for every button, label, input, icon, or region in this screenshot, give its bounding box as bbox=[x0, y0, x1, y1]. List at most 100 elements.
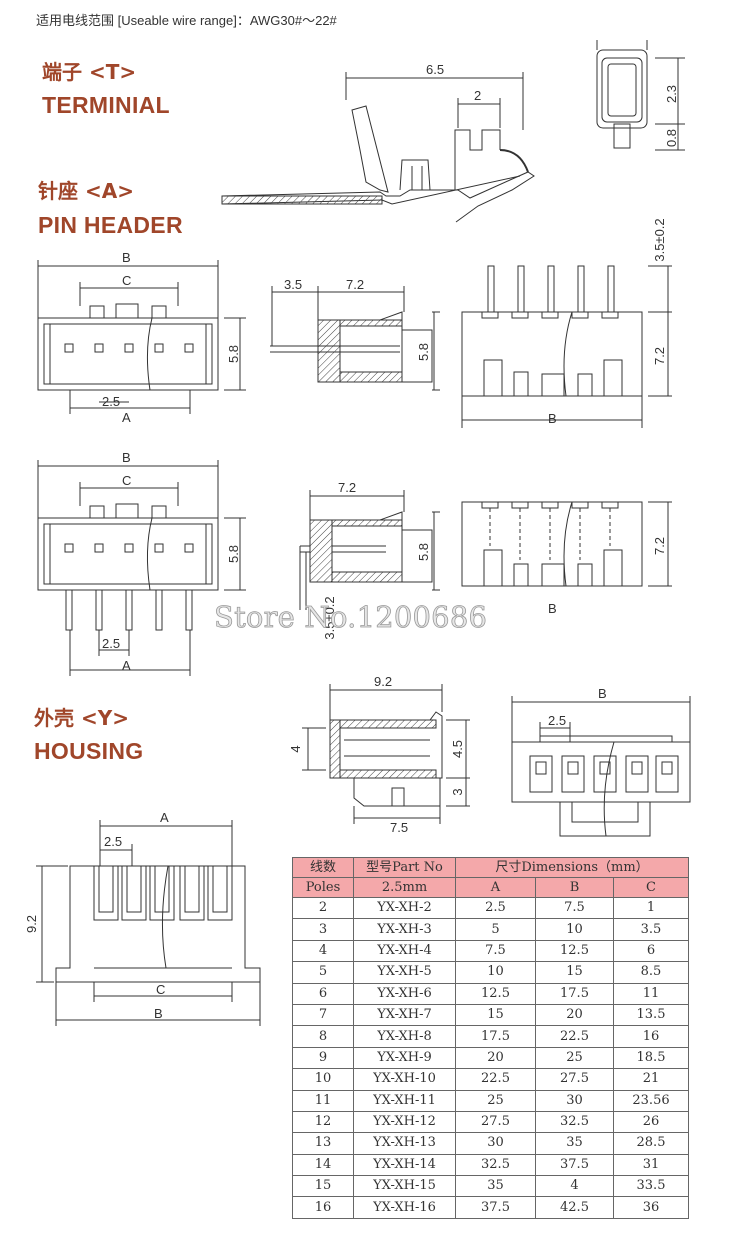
header-poles-cn: 线数 bbox=[292, 857, 354, 878]
dim-pin-length: 3.5±0.2 bbox=[652, 218, 667, 261]
dimensions-table: 线数 型号Part No 尺寸Dimensions（mm） Poles 2.5m… bbox=[292, 857, 689, 1219]
cell-b: 27.5 bbox=[535, 1068, 614, 1091]
dim-terminal-2: 2 bbox=[474, 88, 481, 103]
cell-c: 11 bbox=[613, 982, 689, 1005]
cell-part-no: YX-XH-16 bbox=[353, 1196, 456, 1219]
cell-a: 32.5 bbox=[455, 1153, 536, 1177]
dim-side-height-2: 5.8 bbox=[416, 543, 431, 561]
cell-part-no: YX-XH-5 bbox=[353, 961, 456, 984]
cell-a: 7.5 bbox=[455, 939, 536, 963]
cell-b: 20 bbox=[535, 1003, 614, 1027]
pin-header-front-view-2 bbox=[461, 501, 643, 587]
dim-b-front-2: B bbox=[548, 601, 557, 616]
dim-side-height-1: 5.8 bbox=[416, 343, 431, 361]
cell-a: 22.5 bbox=[455, 1068, 536, 1091]
dim-terminal-0-8: 0.8 bbox=[664, 129, 679, 147]
dim-a-2: A bbox=[122, 658, 131, 673]
cell-b: 15 bbox=[535, 961, 614, 984]
cell-c: 1 bbox=[613, 896, 689, 920]
dim-pin-3-5: 3.5 bbox=[284, 277, 302, 292]
dim-side-7-2: 7.2 bbox=[346, 277, 364, 292]
dim-housing-pitch: 2.5 bbox=[548, 713, 566, 728]
cell-c: 18.5 bbox=[613, 1046, 689, 1070]
cell-b: 10 bbox=[535, 918, 614, 941]
cell-a: 10 bbox=[455, 961, 536, 984]
wire-range-note: 适用电线范围 [Useable wire range]：AWG30#～22# bbox=[36, 13, 337, 28]
cell-b: 22.5 bbox=[535, 1025, 614, 1048]
header-pitch: 2.5mm bbox=[353, 877, 456, 898]
housing-side-view bbox=[329, 711, 443, 807]
cell-poles: 11 bbox=[292, 1089, 354, 1112]
cell-b: 12.5 bbox=[535, 939, 614, 963]
dim-height-2: 5.8 bbox=[226, 545, 241, 563]
dim-height-1: 5.8 bbox=[226, 345, 241, 363]
terminal-title-cn: 端子 <T> bbox=[42, 60, 137, 84]
cell-b: 25 bbox=[535, 1046, 614, 1070]
header-a: A bbox=[455, 877, 536, 898]
dim-terminal-length: 6.5 bbox=[426, 62, 444, 77]
dim-housing-4: 4 bbox=[288, 745, 303, 752]
cell-poles: 13 bbox=[292, 1132, 354, 1155]
header-b: B bbox=[535, 877, 614, 898]
header-part-cn: 型号Part No bbox=[353, 857, 456, 878]
dim-housing-3: 3 bbox=[450, 788, 465, 795]
pin-header-title-en: PIN HEADER bbox=[38, 212, 183, 238]
dim-terminal-2-3: 2.3 bbox=[664, 85, 679, 103]
pin-header-side-view-1 bbox=[270, 311, 433, 383]
cell-poles: 16 bbox=[292, 1196, 354, 1219]
cell-poles: 2 bbox=[292, 896, 354, 920]
header-poles: Poles bbox=[292, 877, 354, 898]
dim-housing-9-2: 9.2 bbox=[374, 674, 392, 689]
cell-part-no: YX-XH-4 bbox=[353, 939, 456, 963]
terminal-front-view bbox=[596, 40, 648, 149]
cell-c: 36 bbox=[613, 1196, 689, 1219]
cell-c: 23.56 bbox=[613, 1089, 689, 1112]
cell-c: 26 bbox=[613, 1110, 689, 1134]
cell-a: 37.5 bbox=[455, 1196, 536, 1219]
cell-b: 17.5 bbox=[535, 982, 614, 1005]
dim-front-7-2-2: 7.2 bbox=[652, 537, 667, 555]
dim-top-b: B bbox=[154, 1006, 163, 1021]
cell-part-no: YX-XH-11 bbox=[353, 1089, 456, 1112]
cell-part-no: YX-XH-8 bbox=[353, 1025, 456, 1048]
cell-a: 27.5 bbox=[455, 1110, 536, 1134]
cell-a: 20 bbox=[455, 1046, 536, 1070]
cell-poles: 8 bbox=[292, 1025, 354, 1048]
dim-front-7-2-1: 7.2 bbox=[652, 347, 667, 365]
header-c: C bbox=[613, 877, 689, 898]
cell-part-no: YX-XH-3 bbox=[353, 918, 456, 941]
cell-a: 2.5 bbox=[455, 896, 536, 920]
cell-b: 30 bbox=[535, 1089, 614, 1112]
cell-poles: 4 bbox=[292, 939, 354, 963]
dim-c-1: C bbox=[122, 273, 131, 288]
cell-poles: 7 bbox=[292, 1003, 354, 1027]
cell-a: 12.5 bbox=[455, 982, 536, 1005]
cell-part-no: YX-XH-12 bbox=[353, 1110, 456, 1134]
cell-b: 32.5 bbox=[535, 1110, 614, 1134]
store-watermark: Store No.1200686 bbox=[214, 600, 488, 635]
cell-poles: 14 bbox=[292, 1153, 354, 1177]
cell-b: 35 bbox=[535, 1132, 614, 1155]
cell-c: 28.5 bbox=[613, 1132, 689, 1155]
housing-front-view bbox=[511, 735, 691, 837]
housing-title-cn: 外壳 <Y> bbox=[34, 706, 129, 730]
terminal-side-view bbox=[221, 105, 535, 223]
dim-top-c: C bbox=[156, 982, 165, 997]
cell-c: 6 bbox=[613, 939, 689, 963]
cell-c: 21 bbox=[613, 1068, 689, 1091]
cell-part-no: YX-XH-9 bbox=[353, 1046, 456, 1070]
housing-top-view bbox=[55, 865, 261, 983]
pin-header-top-view-2 bbox=[37, 503, 219, 631]
cell-a: 17.5 bbox=[455, 1025, 536, 1048]
dim-housing-b: B bbox=[598, 686, 607, 701]
cell-b: 37.5 bbox=[535, 1153, 614, 1177]
